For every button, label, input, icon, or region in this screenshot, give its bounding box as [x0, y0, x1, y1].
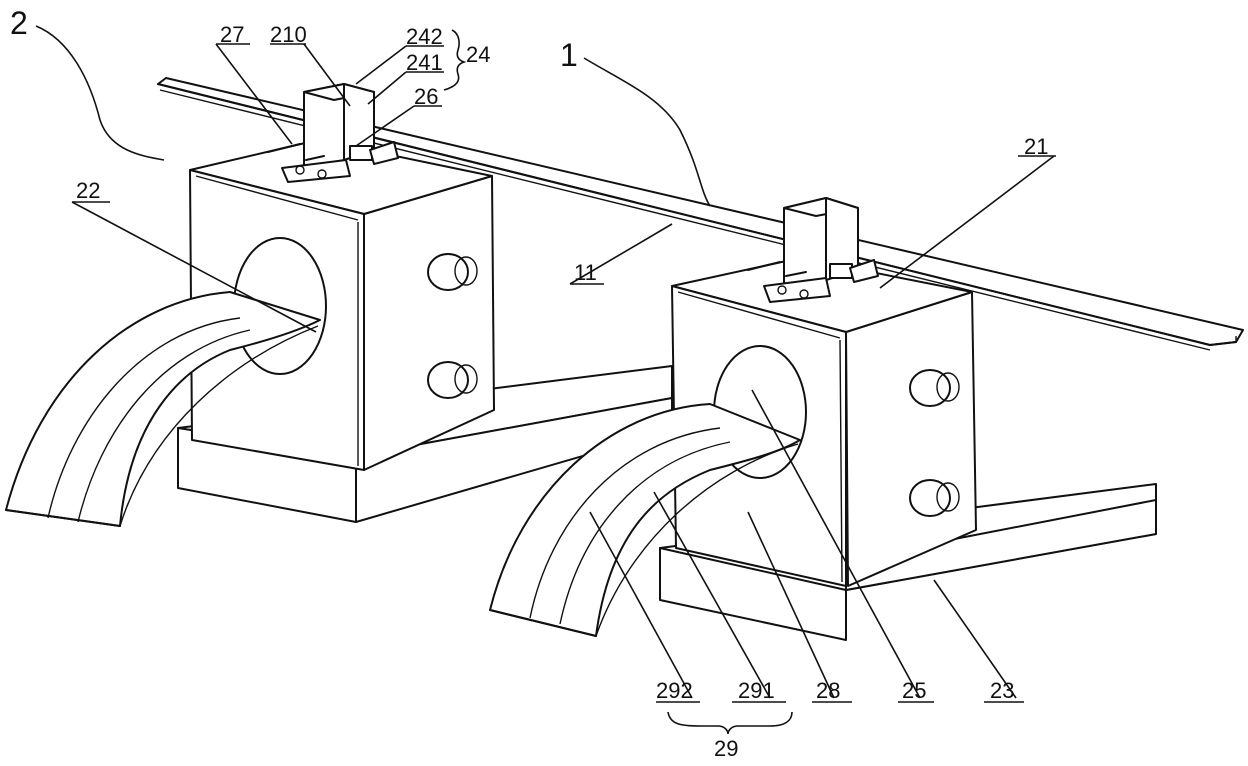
label-25: 25: [902, 678, 926, 703]
label-26: 26: [414, 84, 438, 109]
label-2: 2: [10, 5, 28, 41]
label-22: 22: [76, 178, 100, 203]
label-1: 1: [560, 37, 578, 73]
leader-lines: [35, 25, 1056, 735]
left-block: [5, 83, 495, 527]
label-23: 23: [990, 678, 1014, 703]
label-241: 241: [406, 50, 443, 75]
label-29: 29: [714, 736, 738, 761]
label-11: 11: [574, 260, 597, 285]
label-292: 292: [656, 678, 693, 703]
label-291: 291: [738, 678, 775, 703]
right-clamp: [747, 197, 879, 303]
left-bolt-lower: [427, 361, 478, 399]
right-bolt-lower: [909, 479, 960, 517]
label-28: 28: [816, 678, 840, 703]
right-bolt-upper: [909, 369, 960, 407]
right-block: [489, 197, 977, 637]
label-210: 210: [270, 22, 307, 47]
left-clamp: [267, 83, 399, 183]
label-27: 27: [220, 22, 244, 47]
callout-labels: 2 1 27 210 242 241 24 26 22 21 11 292 29…: [10, 5, 1048, 761]
label-24: 24: [466, 42, 490, 67]
label-242: 242: [406, 24, 443, 49]
right-hose: [489, 403, 801, 637]
label-21: 21: [1024, 134, 1048, 159]
left-bolt-upper: [427, 253, 478, 291]
left-hose: [5, 291, 321, 527]
